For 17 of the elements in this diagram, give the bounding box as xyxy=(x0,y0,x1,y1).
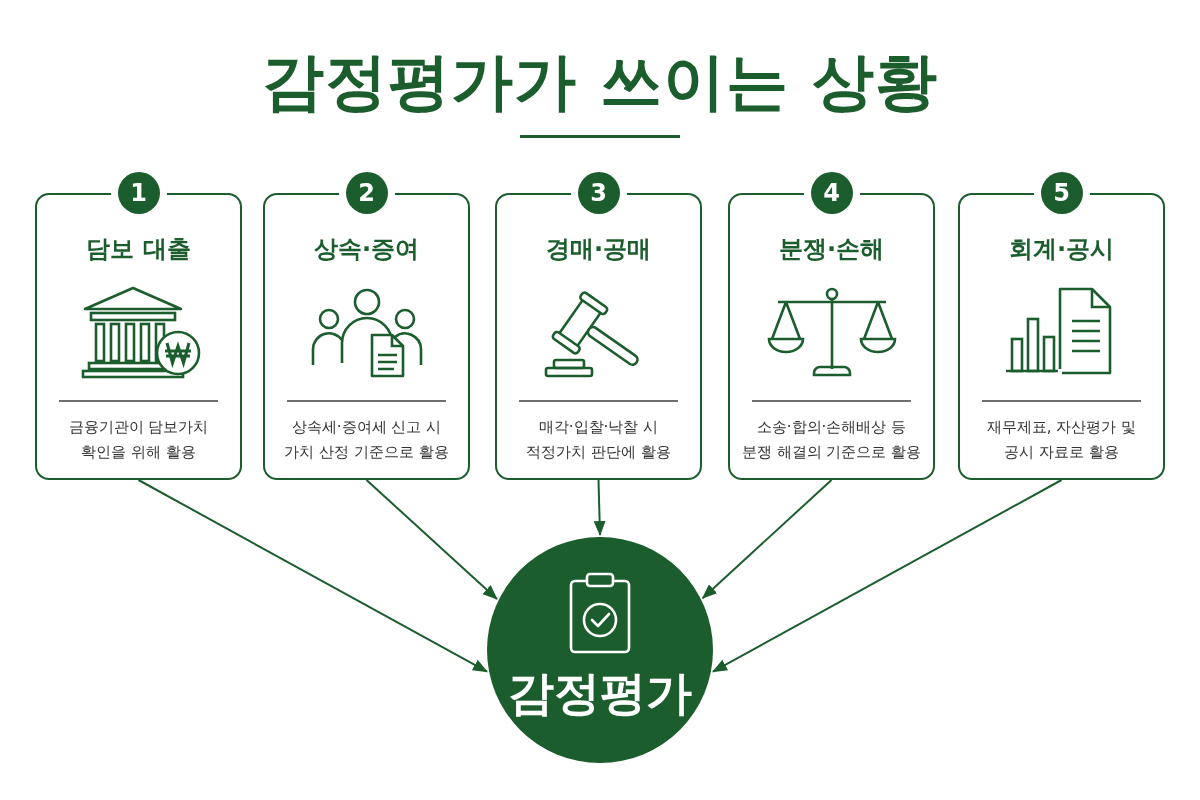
description-text: 상속세·증여세 신고 시 가치 산정 기준으로 활용 xyxy=(283,417,450,463)
description-text: 소송·합의·손해배상 등 분쟁 해결의 기준으로 활용 xyxy=(740,417,923,463)
card-title: 회계·공시 xyxy=(1008,234,1115,265)
description-text: 매각·입찰·낙찰 시 적정가치 판단에 활용 xyxy=(525,417,672,463)
arrow xyxy=(711,479,1063,673)
card-title: 분쟁·손해 xyxy=(778,234,885,265)
description-text: 재무제표, 자산평가 및 공시 자료로 활용 xyxy=(985,417,1138,463)
arrow xyxy=(137,479,489,673)
arrow xyxy=(365,479,498,600)
arrow xyxy=(593,479,606,536)
card-title: 경매·공매 xyxy=(545,234,652,265)
circle-label: 감정평가 xyxy=(508,665,692,722)
description-text: 금융기관이 담보가치 확인을 위해 활용 xyxy=(67,417,210,463)
title: 감정평가가 쓰이는 상황 xyxy=(262,44,938,120)
arrow xyxy=(701,479,833,600)
card-title: 담보 대출 xyxy=(86,234,191,265)
card-title: 상속·증여 xyxy=(313,234,420,265)
